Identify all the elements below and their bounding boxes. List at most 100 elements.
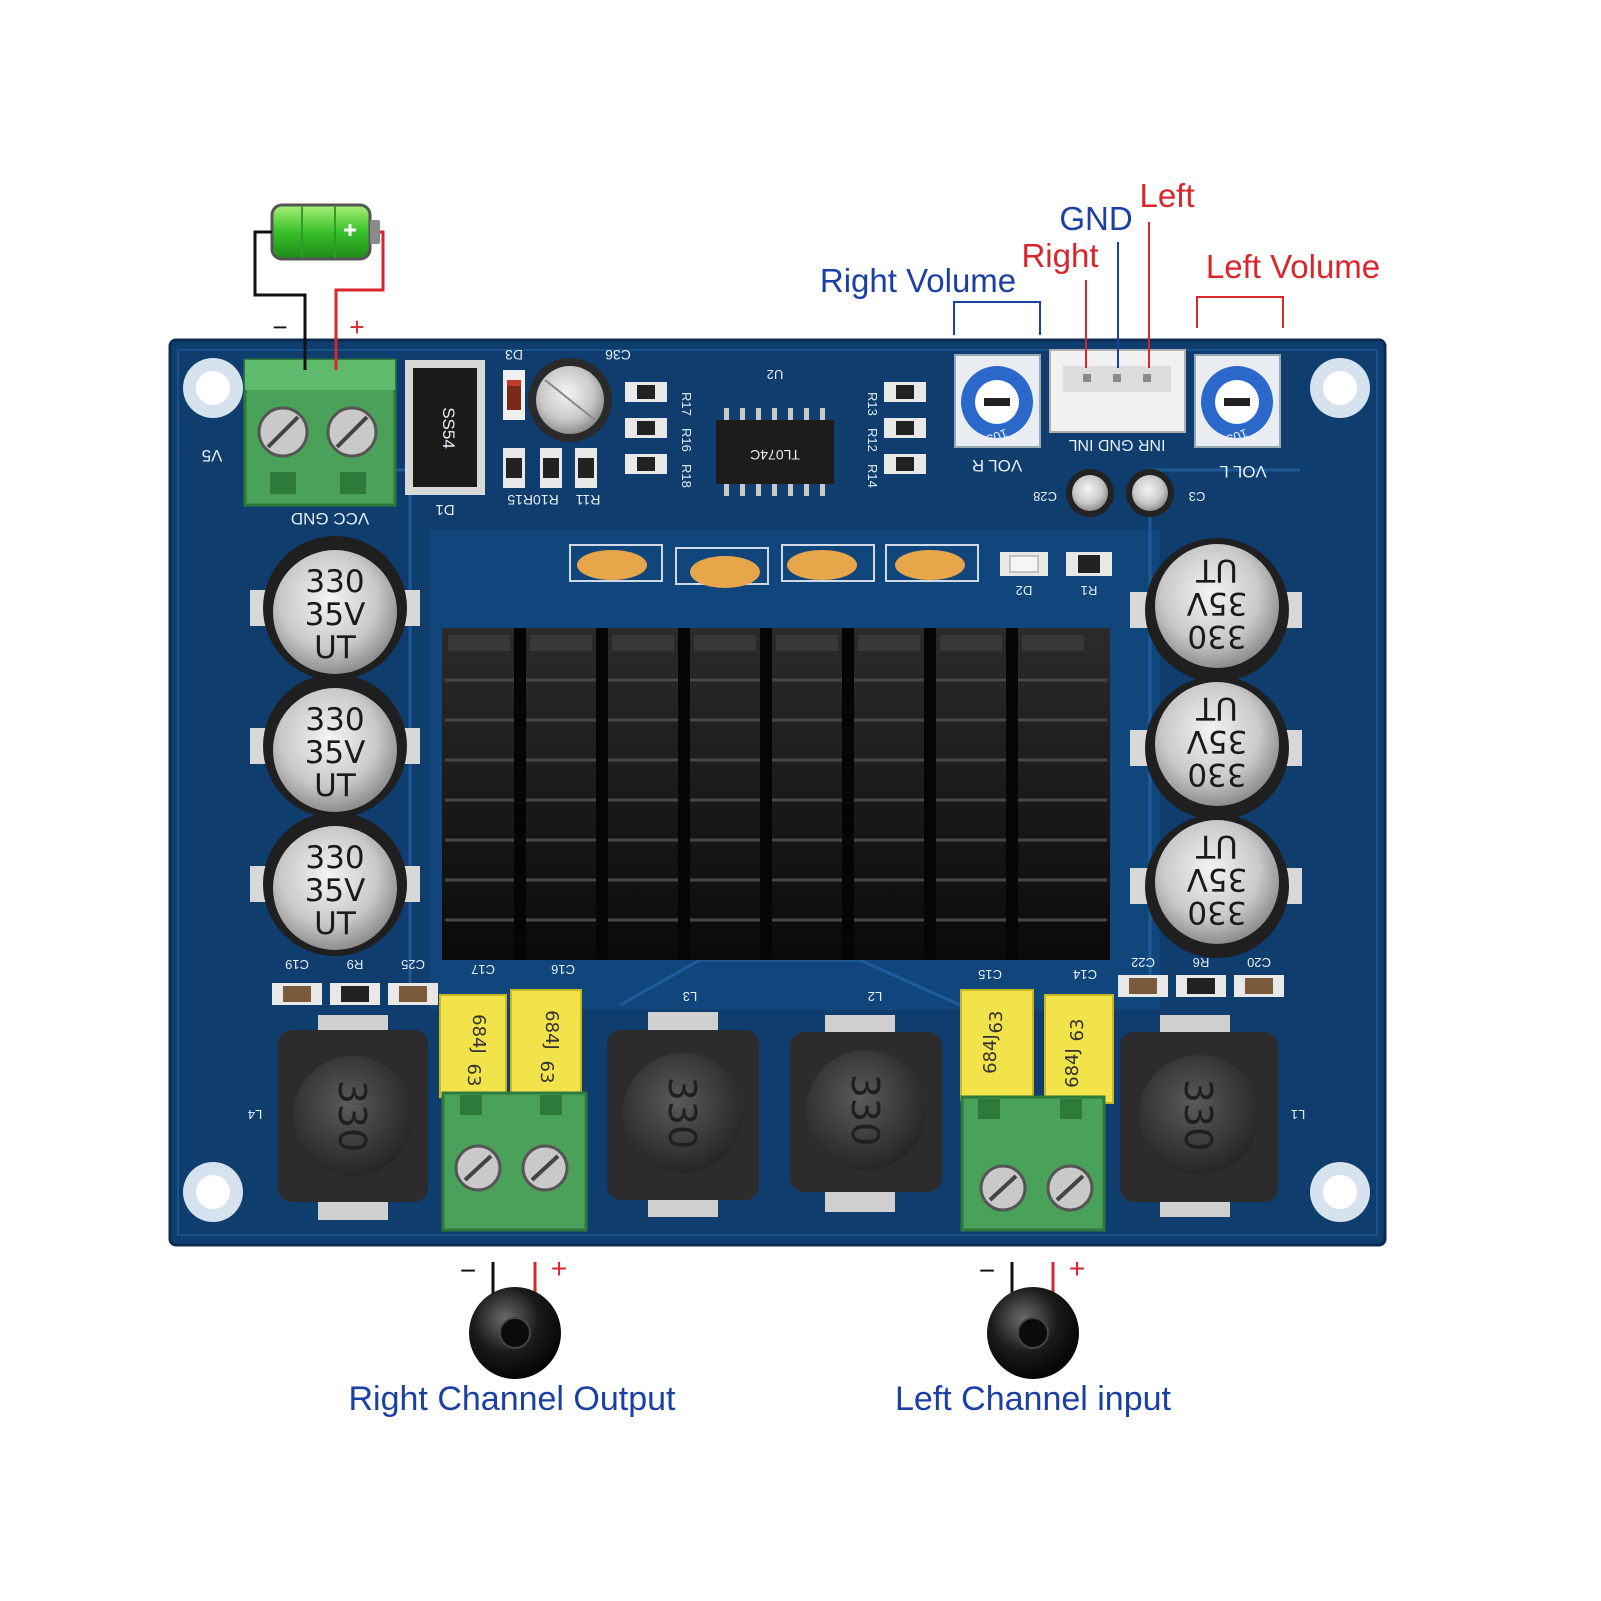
inductor-l2-value: 330 — [843, 1074, 887, 1147]
inductor-l1: 330 — [1120, 1015, 1278, 1217]
smd-row-left — [272, 983, 438, 1005]
battery-minus-label: − — [272, 312, 287, 342]
battery-plus-label: + — [349, 312, 364, 342]
battery-negative-wire — [253, 230, 307, 370]
diode-d3 — [503, 370, 525, 420]
pot-code-left: 103 — [1224, 426, 1250, 448]
battery-icon — [270, 203, 380, 261]
right-channel-output-label: Right Channel Output — [349, 1380, 677, 1418]
cap-right-1-line3: UT — [1195, 552, 1238, 588]
silk-r12: R12 — [865, 428, 880, 452]
pot-code-right: 103 — [984, 426, 1010, 448]
speaker-right-icon — [469, 1262, 561, 1379]
smd-row-right — [1118, 975, 1284, 997]
electrolytic-left-1: 330 35V UT — [250, 536, 420, 680]
capacitor-c28 — [1066, 469, 1114, 517]
silk-r6: R6 — [1193, 955, 1210, 970]
mounting-hole-br — [1310, 1162, 1370, 1222]
inductor-l4-value: 330 — [330, 1080, 374, 1153]
speaker-terminal-right — [441, 1091, 588, 1232]
left-input-label: Left — [1139, 177, 1194, 214]
film-cap-c17-line2: 63 — [463, 1064, 484, 1087]
silk-d3: D3 — [505, 347, 523, 363]
power-terminal — [243, 358, 397, 507]
film-cap-c15-line2: 63 — [986, 1011, 1007, 1034]
inductor-l3: 330 — [607, 1012, 759, 1217]
silk-l1: L1 — [1291, 1107, 1305, 1122]
cap-left-1-line3: UT — [314, 630, 357, 666]
silk-v5: V5 — [202, 446, 223, 465]
silk-r11: R11 — [575, 492, 600, 508]
battery-positive-wire — [334, 230, 385, 370]
cap-left-3-line2: 35V — [305, 873, 366, 909]
silk-c14: C14 — [1073, 967, 1097, 982]
resistor-r1 — [1066, 552, 1112, 576]
silk-r10r15: R10R15 — [507, 492, 559, 508]
silk-r16: R16 — [679, 428, 694, 452]
silk-c36: C36 — [605, 347, 631, 363]
silk-c17: C17 — [471, 962, 495, 977]
diode-d1: SS54 — [405, 360, 485, 495]
silk-r9: R9 — [347, 957, 364, 972]
film-cap-c14-line2: 63 — [1067, 1019, 1088, 1042]
speaker-terminal-left — [960, 1095, 1106, 1232]
speaker-left-plus: + — [1069, 1253, 1085, 1284]
right-volume-label: Right Volume — [820, 262, 1016, 299]
ceramic-capacitors — [569, 544, 979, 588]
silk-r18: R18 — [679, 464, 694, 488]
mounting-hole-bl — [183, 1162, 243, 1222]
silk-l4: L4 — [248, 1107, 262, 1122]
silk-r17: R17 — [679, 392, 694, 416]
cap-right-3-line2: 35V — [1187, 861, 1248, 897]
cap-right-3-line3: UT — [1195, 828, 1238, 864]
electrolytic-right-1: 330 35V UT — [1130, 538, 1302, 682]
silk-c25: C25 — [401, 957, 425, 972]
film-cap-c16-line2: 63 — [536, 1061, 557, 1084]
inductor-l4: 330 — [278, 1015, 428, 1220]
cap-right-1-line2: 35V — [1187, 585, 1248, 621]
silk-l3: L3 — [683, 989, 697, 1004]
film-cap-c16: 684J 63 — [510, 989, 582, 1096]
silk-c22: C22 — [1131, 955, 1155, 970]
led-d2 — [1000, 552, 1048, 576]
silk-r1: R1 — [1081, 583, 1098, 598]
diode-code: SS54 — [439, 407, 458, 449]
silk-input-header: INR GND INL — [1068, 436, 1165, 453]
silk-u2: U2 — [767, 367, 784, 382]
cap-left-3-line3: UT — [314, 906, 357, 942]
volume-left-potentiometer: 103 — [1194, 354, 1281, 448]
silk-c28: C28 — [1033, 489, 1057, 504]
chip-u2: TL074C — [716, 408, 834, 496]
silk-c16: C16 — [551, 962, 575, 977]
silk-vol-l: VOL L — [1219, 462, 1267, 481]
film-cap-c16-line1: 684J — [541, 1010, 562, 1050]
silk-power: VCC GND — [291, 509, 369, 528]
film-cap-c14: 684J 63 — [1044, 994, 1114, 1104]
cap-right-1-line1: 330 — [1187, 618, 1246, 654]
heatsink — [442, 628, 1110, 960]
cap-right-3-line1: 330 — [1187, 894, 1246, 930]
film-cap-c15: 684J 63 — [960, 989, 1034, 1101]
cap-left-2-line1: 330 — [305, 702, 364, 738]
left-volume-bracket — [1196, 296, 1284, 328]
inductor-l3-value: 330 — [660, 1077, 704, 1150]
film-cap-c15-line1: 684J — [980, 1034, 1001, 1074]
silk-c15: C15 — [978, 967, 1002, 982]
film-cap-c17: 684J 63 — [439, 994, 507, 1098]
mounting-hole-tl — [183, 358, 243, 418]
film-cap-c14-line1: 684J — [1062, 1048, 1083, 1088]
silk-r13: R13 — [865, 392, 880, 416]
silk-c20: C20 — [1247, 955, 1271, 970]
capacitor-c36 — [528, 358, 612, 442]
chip-code: TL074C — [750, 447, 800, 463]
cap-left-2-line2: 35V — [305, 735, 366, 771]
cap-right-2-line1: 330 — [1187, 756, 1246, 792]
resistors-left-group — [503, 382, 667, 488]
speaker-left-minus: − — [979, 1255, 995, 1286]
silk-d2: D2 — [1016, 583, 1033, 598]
electrolytic-right-3: 330 35V UT — [1130, 814, 1302, 958]
left-volume-label: Left Volume — [1206, 248, 1380, 285]
gnd-label: GND — [1059, 200, 1132, 237]
capacitor-c3 — [1126, 469, 1174, 517]
